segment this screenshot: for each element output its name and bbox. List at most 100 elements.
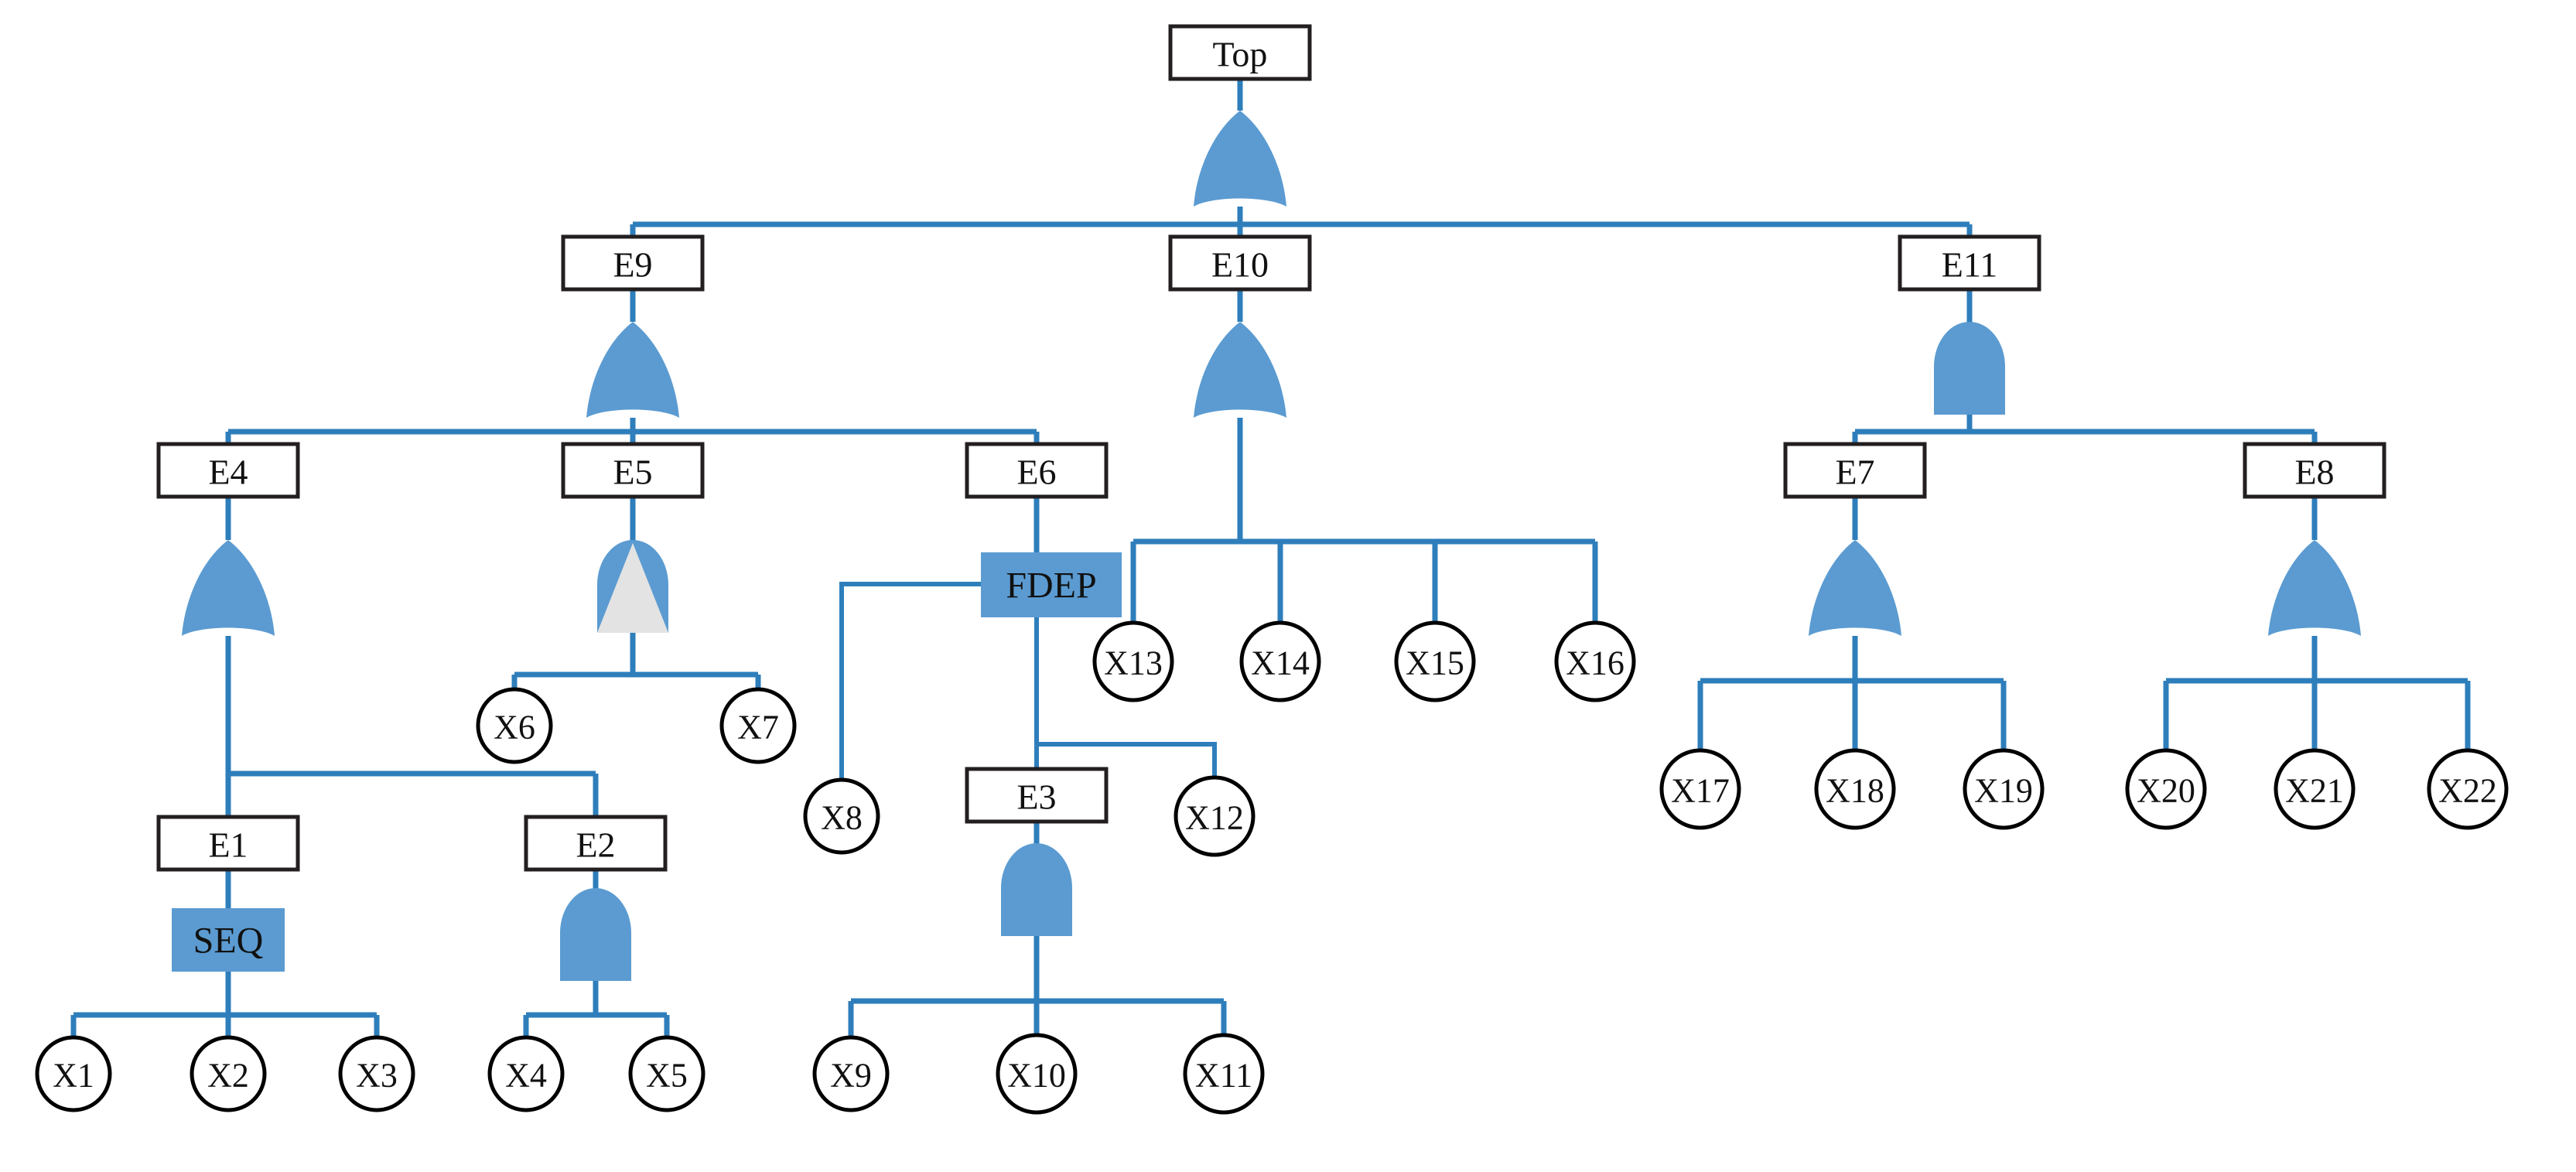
- event-label-e7: E7: [1835, 453, 1874, 492]
- basic-event-circle-x2[interactable]: [190, 1035, 267, 1112]
- or-gate-e8[interactable]: [2268, 540, 2361, 636]
- basic-event-label-x7: X7: [737, 709, 779, 747]
- basic-event-label-x22: X22: [2438, 772, 2497, 810]
- seq-block[interactable]: [172, 908, 285, 972]
- basic-event-label-x16: X16: [1566, 644, 1625, 682]
- basic-event-label-x11: X11: [1195, 1057, 1252, 1095]
- basic-event-circle-x16[interactable]: [1554, 620, 1636, 702]
- event-node-e5[interactable]: E5: [561, 442, 705, 499]
- and-gate-e11[interactable]: [1934, 322, 2005, 415]
- or-gate-top[interactable]: [1194, 111, 1286, 207]
- and-gate-e3[interactable]: [1001, 843, 1072, 936]
- basic-event-x12[interactable]: X12: [1174, 775, 1256, 857]
- basic-event-circle-x12[interactable]: [1174, 775, 1256, 857]
- event-label-e9: E9: [613, 245, 652, 285]
- basic-event-circle-x14[interactable]: [1239, 620, 1321, 702]
- basic-event-x22[interactable]: X22: [2427, 748, 2509, 830]
- event-label-e10: E10: [1211, 245, 1269, 285]
- basic-event-label-x1: X1: [53, 1057, 94, 1095]
- basic-event-x5[interactable]: X5: [628, 1035, 705, 1112]
- basic-event-x9[interactable]: X9: [812, 1035, 890, 1112]
- event-box-e6[interactable]: [965, 442, 1109, 499]
- basic-event-x14[interactable]: X14: [1239, 620, 1321, 702]
- basic-event-x8[interactable]: X8: [803, 777, 880, 855]
- dynamic-gate-seq[interactable]: SEQ: [172, 908, 285, 972]
- basic-event-circle-x6[interactable]: [476, 687, 553, 764]
- event-node-e4[interactable]: E4: [156, 442, 300, 499]
- basic-event-label-x14: X14: [1251, 644, 1310, 682]
- basic-event-x1[interactable]: X1: [35, 1035, 112, 1112]
- basic-event-circle-x4[interactable]: [487, 1035, 565, 1112]
- basic-event-circle-x7[interactable]: [719, 687, 797, 764]
- basic-event-x10[interactable]: X10: [996, 1033, 1078, 1115]
- event-node-e3[interactable]: E3: [965, 767, 1109, 824]
- basic-event-x4[interactable]: X4: [487, 1035, 565, 1112]
- basic-event-x2[interactable]: X2: [190, 1035, 267, 1112]
- event-box-e4[interactable]: [156, 442, 300, 499]
- event-box-e7[interactable]: [1783, 442, 1927, 499]
- basic-event-x16[interactable]: X16: [1554, 620, 1636, 702]
- or-gate-e4[interactable]: [182, 540, 275, 636]
- event-node-e9[interactable]: E9: [561, 234, 705, 292]
- event-node-e1[interactable]: E1: [156, 815, 300, 872]
- basic-event-x11[interactable]: X11: [1183, 1033, 1265, 1115]
- event-box-e9[interactable]: [561, 234, 705, 292]
- edge-fdep-trigger-x8: [839, 582, 981, 780]
- basic-event-circle-x11[interactable]: [1183, 1033, 1265, 1115]
- event-node-e10[interactable]: E10: [1168, 234, 1312, 292]
- event-node-e8[interactable]: E8: [2243, 442, 2386, 499]
- basic-event-circle-x20[interactable]: [2125, 748, 2207, 830]
- event-box-e3[interactable]: [965, 767, 1109, 824]
- event-node-top[interactable]: Top: [1168, 24, 1312, 81]
- basic-event-circle-x5[interactable]: [628, 1035, 705, 1112]
- basic-event-x13[interactable]: X13: [1092, 620, 1174, 702]
- basic-event-x7[interactable]: X7: [719, 687, 797, 764]
- basic-event-circle-x15[interactable]: [1394, 620, 1476, 702]
- basic-event-circle-x1[interactable]: [35, 1035, 112, 1112]
- basic-event-x19[interactable]: X19: [1963, 748, 2045, 830]
- pand-gate-e5[interactable]: [597, 540, 668, 633]
- event-box-top[interactable]: [1168, 24, 1312, 81]
- dynamic-gate-fdep[interactable]: FDEP: [981, 552, 1122, 617]
- basic-event-x3[interactable]: X3: [338, 1035, 415, 1112]
- basic-event-label-x13: X13: [1104, 644, 1163, 682]
- basic-event-x6[interactable]: X6: [476, 687, 553, 764]
- basic-event-x18[interactable]: X18: [1814, 748, 1896, 830]
- event-node-e7[interactable]: E7: [1783, 442, 1927, 499]
- event-box-e8[interactable]: [2243, 442, 2386, 499]
- event-node-e6[interactable]: E6: [965, 442, 1109, 499]
- event-box-e10[interactable]: [1168, 234, 1312, 292]
- or-gate-e9[interactable]: [586, 322, 679, 418]
- event-box-e1[interactable]: [156, 815, 300, 872]
- basic-event-circle-x22[interactable]: [2427, 748, 2509, 830]
- basic-event-circle-x17[interactable]: [1659, 748, 1741, 830]
- event-box-e2[interactable]: [524, 815, 668, 872]
- or-gate-e7[interactable]: [1809, 540, 1901, 636]
- events-layer: Top E9 E10 E11 E4 E5 E6 E7: [156, 24, 2386, 872]
- fdep-block[interactable]: [981, 552, 1122, 617]
- basic-event-circle-x9[interactable]: [812, 1035, 890, 1112]
- basic-event-x20[interactable]: X20: [2125, 748, 2207, 830]
- basic-event-x17[interactable]: X17: [1659, 748, 1741, 830]
- basic-event-circle-x10[interactable]: [996, 1033, 1078, 1115]
- basic-event-label-x18: X18: [1826, 772, 1884, 810]
- basic-event-circle-x21[interactable]: [2274, 748, 2356, 830]
- basic-event-circle-x19[interactable]: [1963, 748, 2045, 830]
- or-gate-e10[interactable]: [1194, 322, 1286, 418]
- event-label-e6: E6: [1016, 453, 1056, 492]
- event-box-e5[interactable]: [561, 442, 705, 499]
- event-node-e2[interactable]: E2: [524, 815, 668, 872]
- basic-event-x15[interactable]: X15: [1394, 620, 1476, 702]
- event-box-e11[interactable]: [1898, 234, 2041, 292]
- basic-event-circle-x18[interactable]: [1814, 748, 1896, 830]
- basic-event-x21[interactable]: X21: [2274, 748, 2356, 830]
- and-gate-e2[interactable]: [560, 888, 631, 981]
- edges-layer: [70, 79, 2471, 1037]
- basic-event-label-x20: X20: [2137, 772, 2195, 810]
- basic-event-circle-x13[interactable]: [1092, 620, 1174, 702]
- basic-event-circle-x8[interactable]: [803, 777, 880, 855]
- basic-event-label-x3: X3: [356, 1057, 398, 1095]
- basic-event-circle-x3[interactable]: [338, 1035, 415, 1112]
- event-node-e11[interactable]: E11: [1898, 234, 2041, 292]
